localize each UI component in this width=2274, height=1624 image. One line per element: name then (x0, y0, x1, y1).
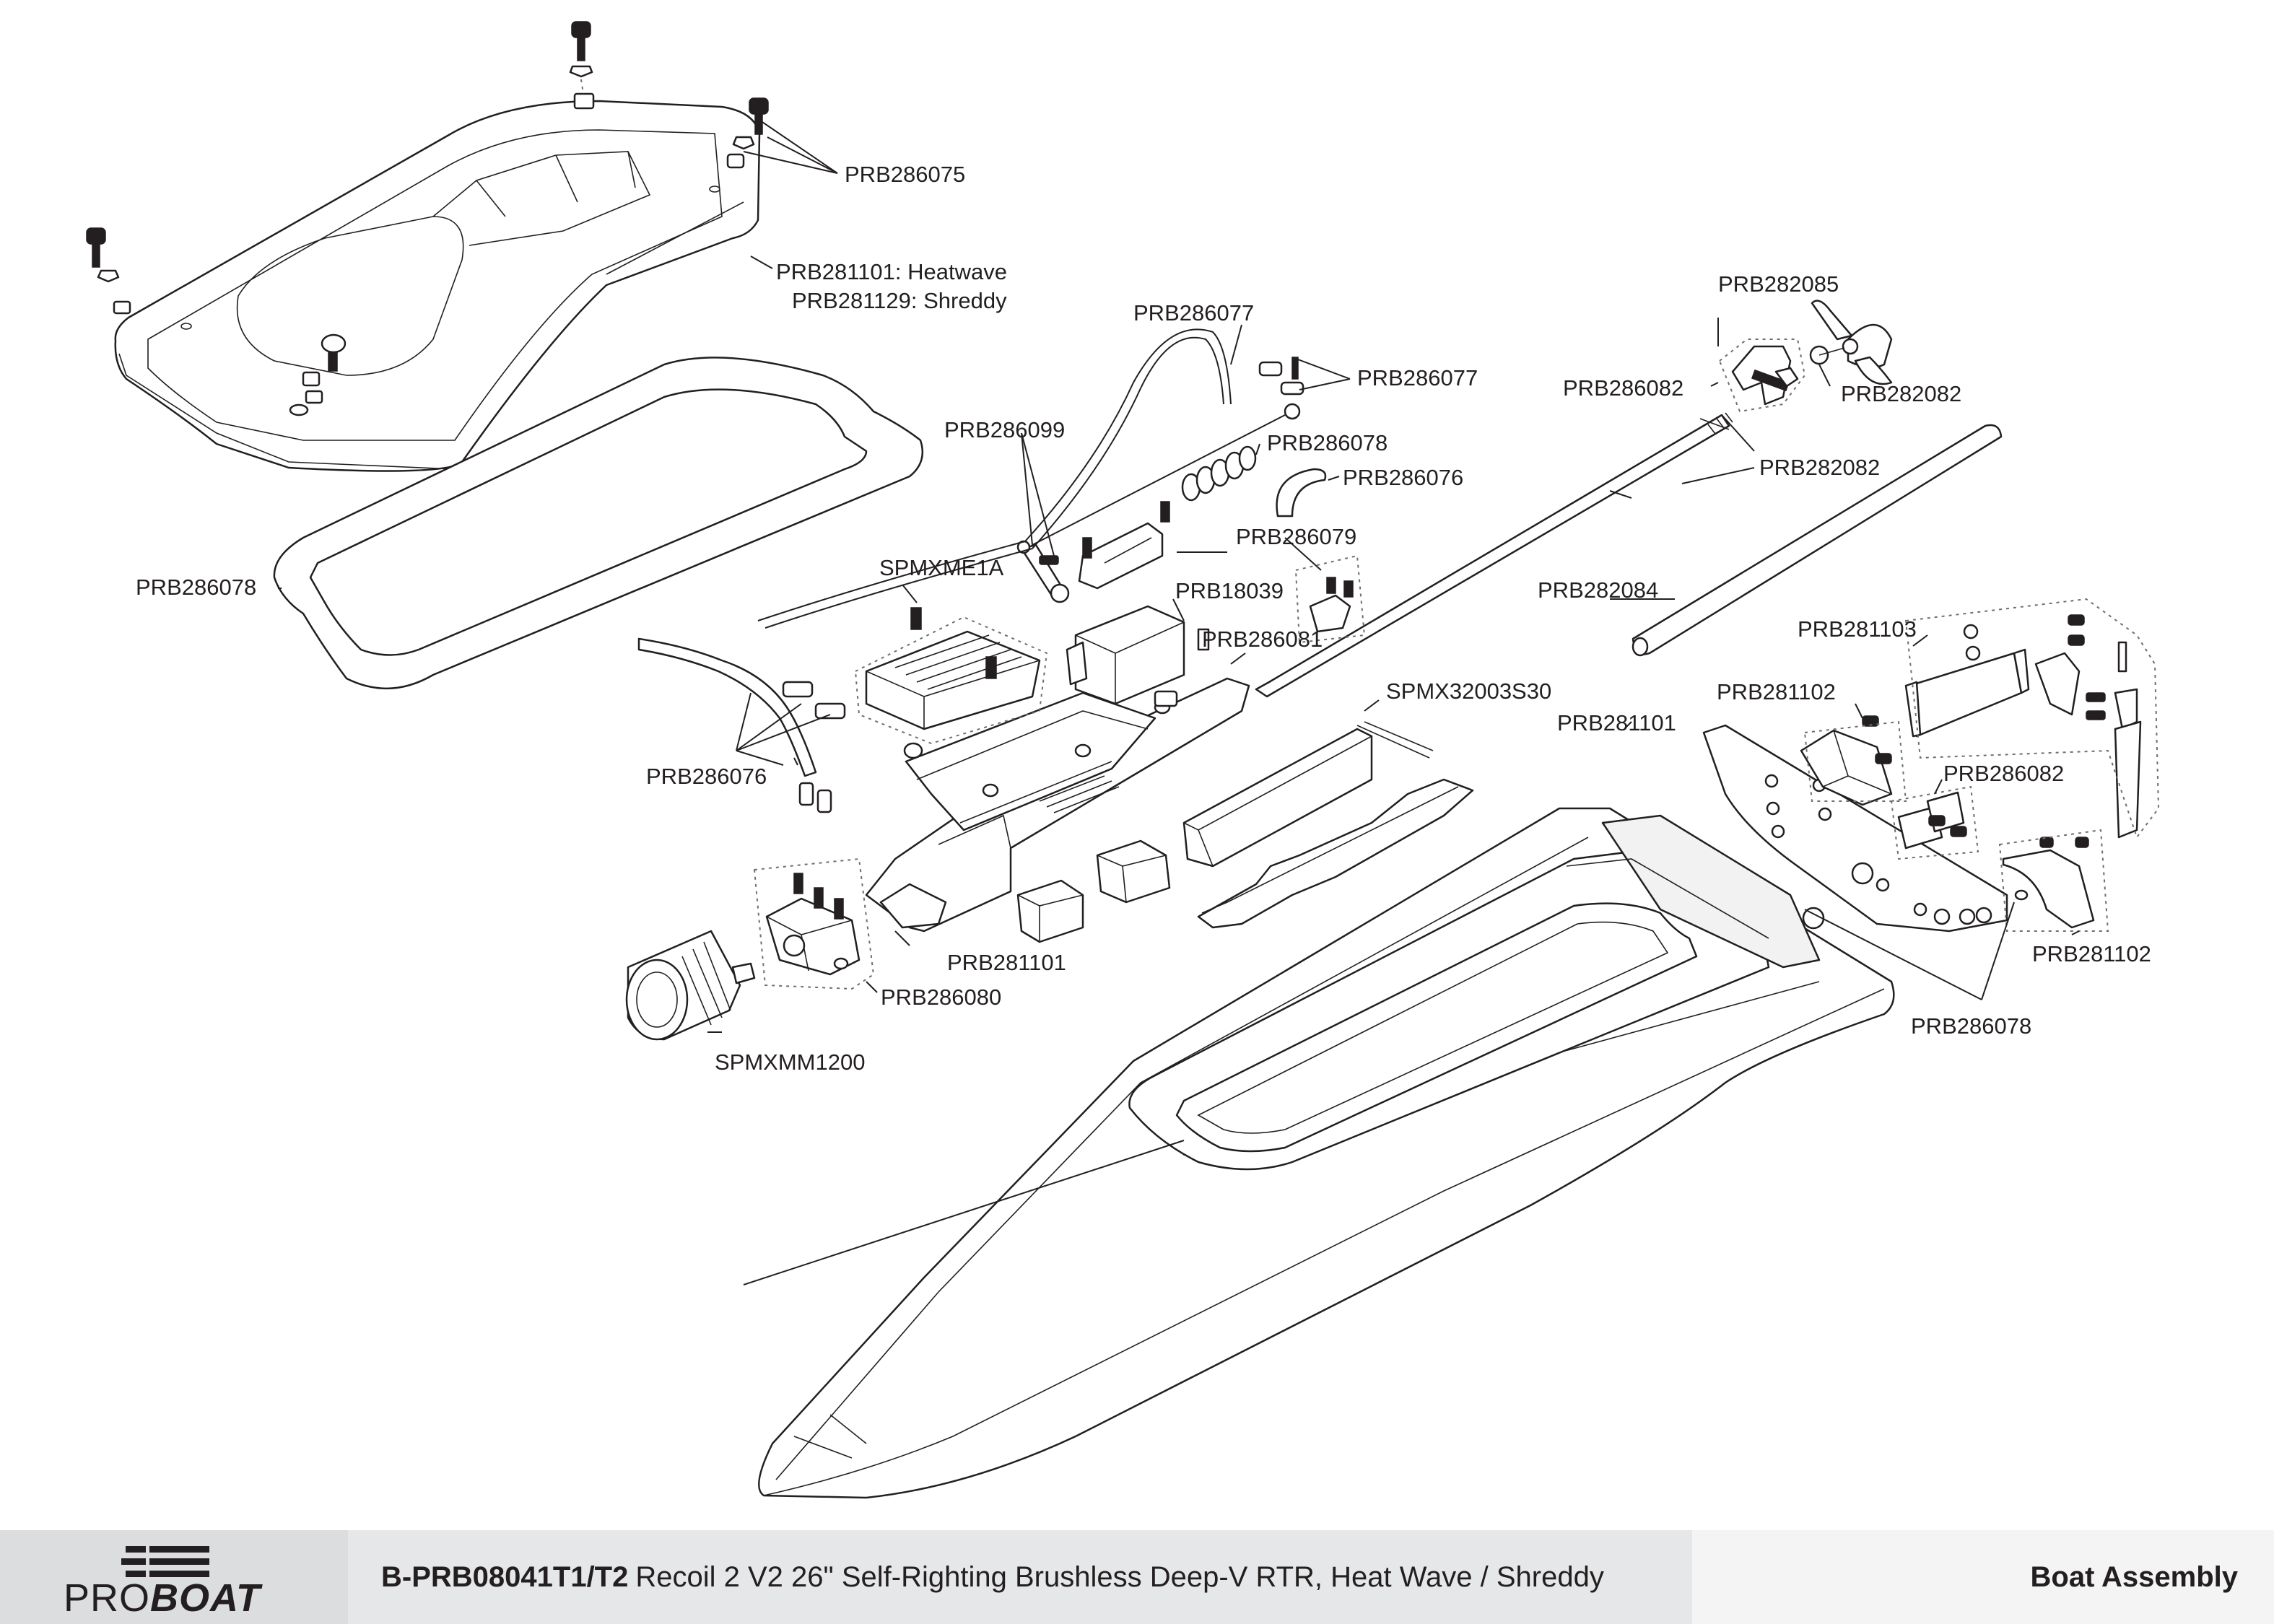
label-drive-shaft: PRB282082 (1759, 455, 1880, 480)
esc (854, 607, 1048, 745)
product-code: B-PRB08041T1/T2 (381, 1560, 629, 1593)
trim-tab-upper (1800, 715, 1907, 806)
propeller (1811, 300, 1893, 385)
hatch-screw-left (86, 227, 131, 315)
leader-lines (278, 118, 2080, 1285)
label-hatch-gasket: PRB286078 (136, 575, 256, 600)
label-servo: PRB18039 (1175, 578, 1284, 603)
hatch-screw-right (726, 97, 769, 169)
label-trim-tab-lower: PRB281102 (2032, 941, 2151, 966)
hatch-screw-front (289, 333, 347, 416)
cooling-coupler (1181, 445, 1327, 518)
label-propeller: PRB282085 (1718, 271, 1839, 297)
motor (625, 930, 756, 1041)
label-rudder-bracket: PRB281103 (1798, 616, 1917, 642)
label-hatch-hardware: PRB286075 (845, 162, 965, 187)
logo-stripes-icon (121, 1546, 209, 1577)
label-strut: PRB286082 (1563, 375, 1683, 401)
label-coupler: PRB286078 (1267, 430, 1388, 455)
footer-bar: PROBOAT B-PRB08041T1/T2 Recoil 2 V2 26" … (0, 1530, 2274, 1624)
foam-blocks (1016, 839, 1171, 943)
battery (1182, 721, 1434, 868)
label-servo-arm: PRB286099 (944, 417, 1065, 442)
label-hose-fittings: PRB286077 (1357, 365, 1478, 390)
label-mount-block: PRB286082 (1943, 761, 2064, 786)
label-trim-tab-upper: PRB281102 (1717, 679, 1836, 704)
label-transom-hardware: PRB286078 (1911, 1013, 2031, 1039)
label-hatch-shreddy: PRB281129: Shreddy (792, 288, 1007, 313)
label-hose-top: PRB286077 (1133, 300, 1254, 326)
product-name: Recoil 2 V2 26" Self-Righting Brushless … (635, 1560, 1604, 1593)
label-battery: SPMX32003S30 (1386, 678, 1551, 704)
hatch-gasket (273, 357, 924, 689)
part-labels: PRB286075 PRB281101: Heatwave PRB281129:… (136, 162, 2151, 1075)
section-title-cell: Boat Assembly (1692, 1530, 2274, 1624)
hull (758, 807, 1895, 1499)
label-motor-mount: PRB286080 (881, 985, 1001, 1010)
section-title: Boat Assembly (2030, 1560, 2239, 1593)
servo-mount (1078, 501, 1366, 644)
label-collet: PRB286081 (1202, 627, 1323, 652)
label-flex-tube: PRB286076 (1343, 465, 1463, 490)
battery-tray (1197, 778, 1474, 929)
cooling-tubes-left (637, 637, 846, 813)
strut (1718, 339, 1829, 413)
rudder-bracket (1904, 598, 2160, 839)
transom-plate (1702, 724, 2029, 933)
label-transom: PRB281101 (1557, 710, 1676, 735)
label-radio-tray: PRB281101 (947, 950, 1066, 975)
hatch-screw-top (569, 21, 595, 110)
label-motor: SPMXMM1200 (715, 1049, 865, 1075)
brand-logo: PROBOAT (0, 1530, 348, 1624)
label-stinger-tube: PRB282084 (1538, 577, 1658, 603)
pushrod-tube (757, 328, 1232, 629)
servo (1066, 605, 1210, 705)
exploded-parts-diagram: PRB286075 PRB281101: Heatwave PRB281129:… (86, 21, 2160, 1499)
trim-tab-lower (1998, 829, 2109, 932)
drive-shaft (1255, 412, 1733, 698)
label-prop-nut: PRB282082 (1841, 381, 1961, 406)
servo-arm (1016, 540, 1070, 603)
mount-block (1890, 785, 1979, 860)
radio-tray (865, 677, 1250, 933)
product-title: B-PRB08041T1/T2 Recoil 2 V2 26" Self-Rig… (348, 1530, 1692, 1624)
motor-mount (753, 857, 875, 990)
label-cooling-tubes: PRB286076 (646, 764, 767, 789)
label-hatch-heatwave: PRB281101: Heatwave (776, 259, 1007, 284)
hose-fittings-top (1032, 357, 1304, 546)
label-servo-mount: PRB286079 (1236, 524, 1356, 549)
logo-text: PROBOAT (64, 1576, 261, 1620)
hatch-canopy (114, 100, 761, 472)
stinger-tube (1632, 424, 2003, 657)
label-esc: SPMXME1A (879, 555, 1004, 580)
